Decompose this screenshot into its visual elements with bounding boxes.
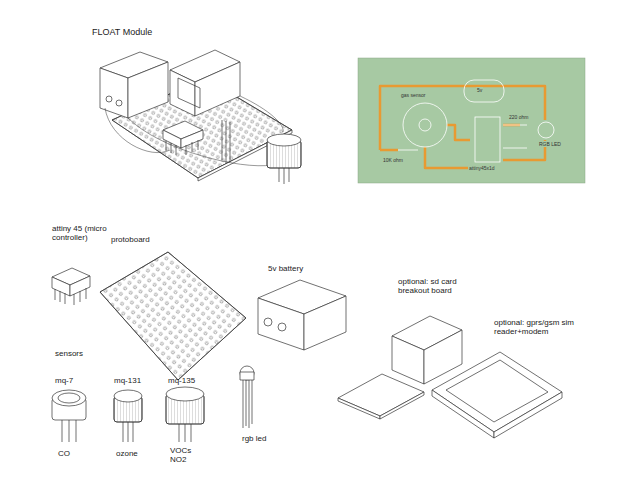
part-label: mq-135 bbox=[168, 376, 195, 385]
part-label: ozone bbox=[116, 449, 138, 458]
part-label: 5v battery bbox=[268, 264, 303, 273]
title: FLOAT Module bbox=[92, 27, 152, 37]
part-label: attiny 45 (micro controller) bbox=[52, 224, 108, 242]
board-label: RGB LED bbox=[538, 141, 562, 147]
board-label: 10K ohm bbox=[382, 157, 404, 163]
part-label: optional: gprs/gsm sim reader+modem bbox=[494, 318, 576, 336]
part-label: mq-7 bbox=[55, 376, 73, 385]
part-label: rgb led bbox=[242, 434, 266, 443]
part-label: mq-131 bbox=[114, 376, 141, 385]
part-label: VOCs NO2 bbox=[170, 446, 200, 464]
part-label: optional: sd card breakout board bbox=[398, 277, 462, 295]
part-label: sensors bbox=[55, 349, 83, 358]
board-label: gas sensor bbox=[400, 92, 426, 98]
part-label: protoboard bbox=[111, 235, 150, 244]
circuit-board: gas sensor 5v attiny45x1d 220 ohmRGB LED 10K… bbox=[358, 58, 585, 183]
board-label: 220 ohm bbox=[508, 114, 529, 120]
board-label: 5v bbox=[476, 87, 483, 93]
part-label: CO bbox=[58, 449, 70, 458]
board-label: attiny45x1d bbox=[468, 165, 496, 171]
